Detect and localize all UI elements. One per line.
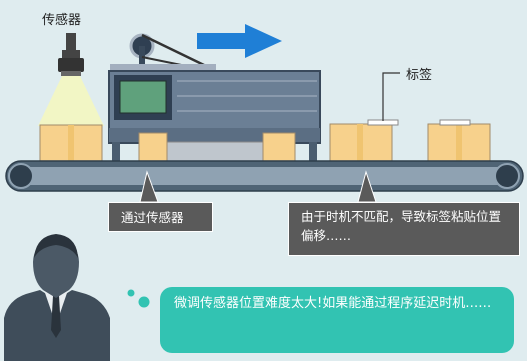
box-3: [262, 132, 296, 165]
bubble-dot-large: [138, 296, 150, 308]
direction-arrow-icon: [197, 24, 282, 58]
label-tag-label: 标签: [406, 68, 433, 83]
bubble-dot-small: [127, 289, 135, 297]
person-silhouette-icon: [4, 234, 110, 361]
sensor-beam: [38, 76, 104, 126]
box-5: [427, 119, 491, 165]
box-4: [329, 119, 399, 165]
callout-timing-mismatch-text: 由于时机不匹配，导致标签粘贴位置偏移……: [301, 209, 502, 243]
conveyor-belt: [5, 160, 524, 192]
box-1: [39, 124, 103, 165]
box-2: [138, 132, 168, 165]
callout-pass-sensor-text: 通过传感器: [121, 210, 184, 225]
sensor-label: 传感器: [42, 13, 82, 28]
sensor-icon: [58, 33, 84, 76]
label-pointer-line: [382, 72, 400, 121]
callout-timing-mismatch: 由于时机不匹配，导致标签粘贴位置偏移……: [288, 202, 520, 256]
speech-bubble-text: 微调传感器位置难度太大!如果能通过程序延迟时机……: [174, 296, 492, 311]
speech-bubble: 微调传感器位置难度太大!如果能通过程序延迟时机……: [160, 287, 514, 353]
callout-pass-sensor: 通过传感器: [108, 202, 213, 232]
